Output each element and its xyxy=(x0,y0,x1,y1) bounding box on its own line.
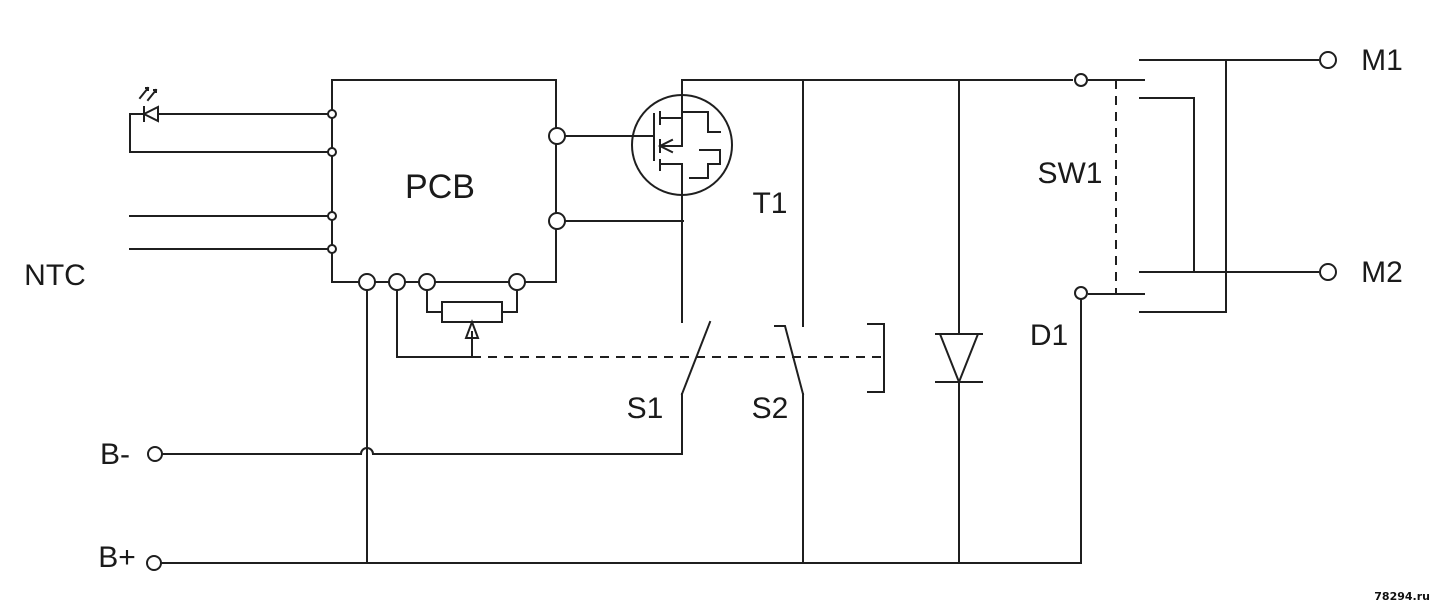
b-minus-terminal xyxy=(147,446,163,462)
pcb-switch-wire xyxy=(396,289,471,358)
pcb-pin xyxy=(327,147,337,157)
d1-label: D1 xyxy=(1030,319,1068,352)
b-plus-terminal xyxy=(146,555,162,571)
light-arrow-1 xyxy=(138,86,150,100)
pcb-pin xyxy=(388,273,406,291)
wire-crossover xyxy=(359,447,375,456)
m1-label: M1 xyxy=(1361,44,1403,77)
pcb-pin xyxy=(508,273,526,291)
pcb-pin xyxy=(548,212,566,230)
m2-label: M2 xyxy=(1361,256,1403,289)
b-minus-label: B- xyxy=(100,438,130,471)
pcb-label: PCB xyxy=(405,168,475,206)
pot-wires xyxy=(426,289,518,313)
pcb-pin xyxy=(327,109,337,119)
pcb-pin xyxy=(327,244,337,254)
pcb-pin xyxy=(327,211,337,221)
terminal-node xyxy=(1074,286,1088,300)
m2-terminal xyxy=(1319,263,1337,281)
pcb-pin xyxy=(418,273,436,291)
s1-label: S1 xyxy=(627,392,664,425)
b-plus-label: B+ xyxy=(98,541,136,574)
led-indicator xyxy=(129,86,333,153)
mosfet-t1 xyxy=(631,79,733,222)
sw1-label: SW1 xyxy=(1037,157,1102,190)
pcb-block xyxy=(331,79,557,283)
pcb-pin xyxy=(358,273,376,291)
s2-label: S2 xyxy=(752,392,789,425)
trigger-bracket xyxy=(867,323,885,393)
terminal-node xyxy=(1074,73,1088,87)
m1-terminal xyxy=(1319,51,1337,69)
light-arrow-2 xyxy=(146,88,158,102)
t1-label: T1 xyxy=(752,187,787,220)
potentiometer xyxy=(441,301,503,323)
ntc-label: NTC xyxy=(24,259,86,292)
switch-s1 xyxy=(680,220,712,455)
reversing-switch-sw1 xyxy=(1080,59,1319,564)
pcb-pin xyxy=(548,127,566,145)
watermark: 78294.ru xyxy=(1374,590,1430,603)
switch-s2 xyxy=(774,79,805,564)
diode-d1 xyxy=(935,79,983,564)
pot-wiper-arrow xyxy=(464,319,480,339)
